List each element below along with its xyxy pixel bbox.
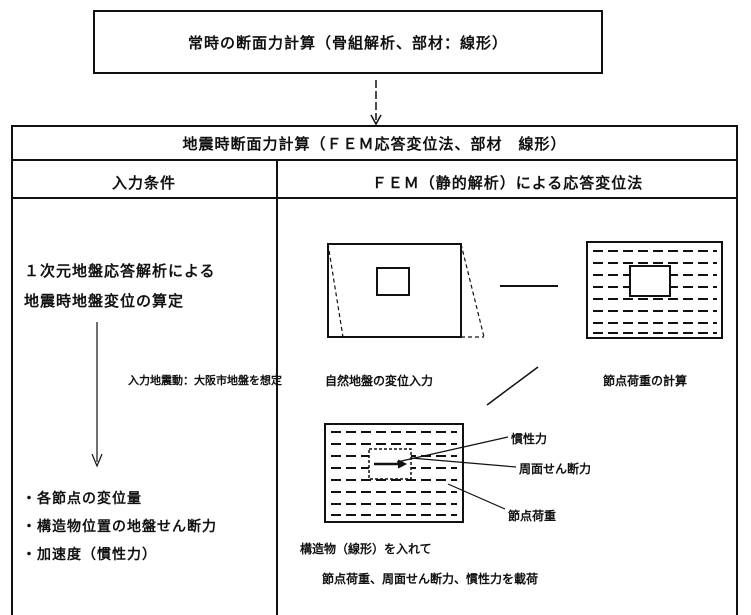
left-column-header: 入力条件 <box>111 174 176 192</box>
seismic-analysis-frame <box>11 125 738 615</box>
structure-load-figure <box>324 423 464 523</box>
output-item: ・加速度（慣性力） <box>22 547 157 563</box>
nodal-load-caption: 節点荷重の計算 <box>603 374 688 388</box>
shear-label: 周面せん断力 <box>519 462 592 476</box>
structure-note-line2: 節点荷重、周面せん断力、慣性力を載荷 <box>322 572 539 586</box>
static-analysis-label: 常時の断面力計算（骨組解析、部材：線形） <box>187 34 508 52</box>
ground-displacement-caption: 自然地盤の変位入力 <box>325 374 434 388</box>
structure-note-line1: 構造物（線形）を入れて <box>300 542 432 556</box>
right-column-header: ＦＥＭ（静的解析）による応答変位法 <box>371 174 644 192</box>
output-item: ・構造物位置の地盤せん断力 <box>22 519 217 535</box>
nodal-load-leader <box>447 483 506 510</box>
ground-response-line1: １次元地盤応答解析による <box>24 262 216 280</box>
input-motion-label: 入力地震動：大阪市地盤を想定 <box>128 374 282 387</box>
seismic-analysis-title: 地震時断面力計算（ＦＥＭ応答変位法、部材 線形） <box>182 135 567 153</box>
nodal-load-label: 節点荷重 <box>508 509 557 523</box>
diagonal-connector <box>486 366 539 406</box>
connector-arrowhead <box>370 114 382 126</box>
static-analysis-box: 常時の断面力計算（骨組解析、部材：線形） <box>93 10 603 74</box>
ground-displacement-figure <box>327 243 485 338</box>
inertia-label: 慣性力 <box>511 432 548 446</box>
left-flow-arrowhead <box>91 453 103 468</box>
shear-leader <box>410 457 517 468</box>
nodal-load-figure <box>586 241 723 339</box>
output-item: ・各節点の変位量 <box>22 491 142 507</box>
ground-response-line2: 地震時地盤変位の算定 <box>24 292 185 310</box>
